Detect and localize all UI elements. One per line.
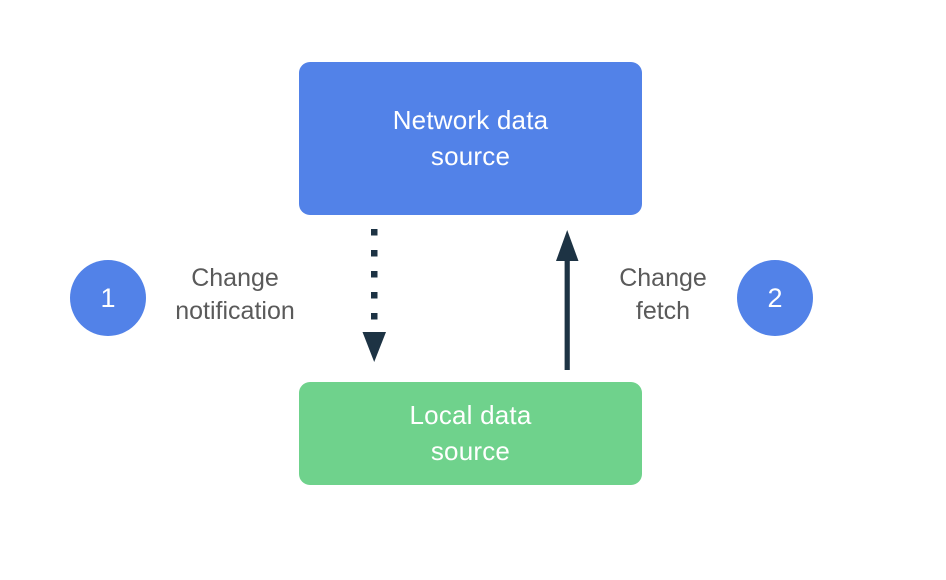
- step-badge-2[interactable]: 2: [737, 260, 813, 336]
- edge-caption-change-notification: Change notification: [175, 264, 295, 326]
- dotted-down-arrow: [362, 229, 386, 362]
- dotted-down-arrowhead: [362, 332, 386, 362]
- solid-up-arrowhead: [556, 230, 579, 261]
- edge-caption-change-fetch: Change fetch: [619, 264, 707, 326]
- node-network-data-source[interactable]: Network data source: [299, 62, 642, 215]
- node-local-data-source[interactable]: Local data source: [299, 382, 642, 485]
- node-network-data-source-label: Network data source: [392, 105, 549, 171]
- node-local-data-source-label: Local data source: [409, 400, 532, 466]
- step-badge-1-number: 1: [100, 282, 116, 313]
- step-badge-2-number: 2: [767, 282, 783, 313]
- step-badge-1[interactable]: 1: [70, 260, 146, 336]
